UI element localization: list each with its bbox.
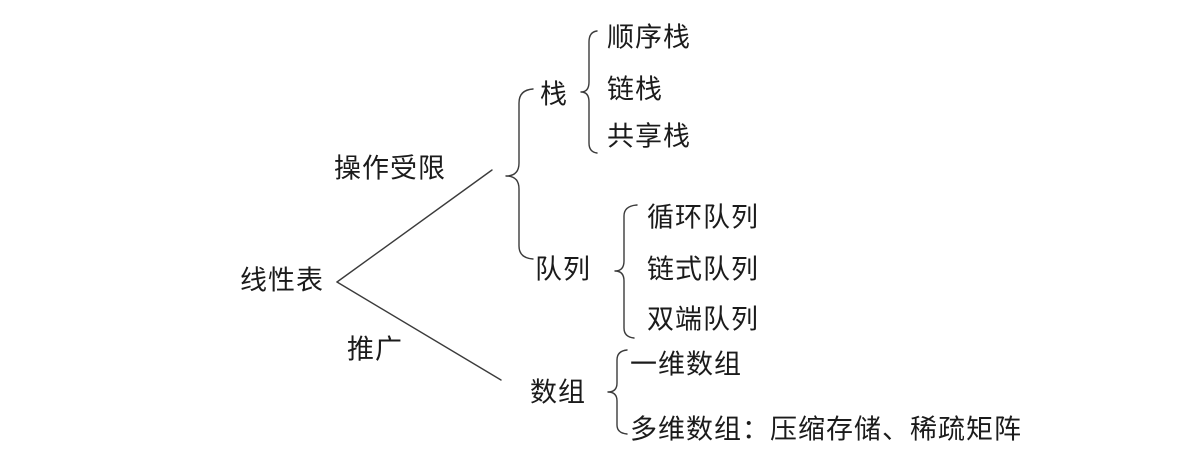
edge-label-operation-restricted: 操作受限 <box>334 153 446 184</box>
leaf-label-circular-queue: 循环队列 <box>647 202 759 233</box>
leaf-label-one-dimensional-array: 一维数组 <box>630 349 742 380</box>
leaf-label-linked-queue: 链式队列 <box>647 254 759 285</box>
leaf-label-sequential-stack: 顺序栈 <box>607 22 691 53</box>
node-label-stack: 栈 <box>540 79 568 110</box>
leaf-label-linked-stack: 链栈 <box>607 74 663 105</box>
brace-array-children <box>607 349 628 435</box>
edge-line-generalization <box>336 281 502 381</box>
node-label-array: 数组 <box>530 377 586 408</box>
edge-label-generalization: 推广 <box>347 334 403 365</box>
brace-queue-children <box>614 204 638 339</box>
root-node-label: 线性表 <box>240 265 324 296</box>
brace-restricted-group <box>505 88 534 260</box>
leaf-label-shared-stack: 共享栈 <box>607 121 691 152</box>
brace-stack-children <box>580 30 598 154</box>
leaf-label-double-ended-queue: 双端队列 <box>647 304 759 335</box>
node-label-queue: 队列 <box>535 254 591 285</box>
leaf-label-multi-dimensional-array: 多维数组：压缩存储、稀疏矩阵 <box>630 414 1022 445</box>
edge-line-operation-restricted <box>336 169 493 283</box>
